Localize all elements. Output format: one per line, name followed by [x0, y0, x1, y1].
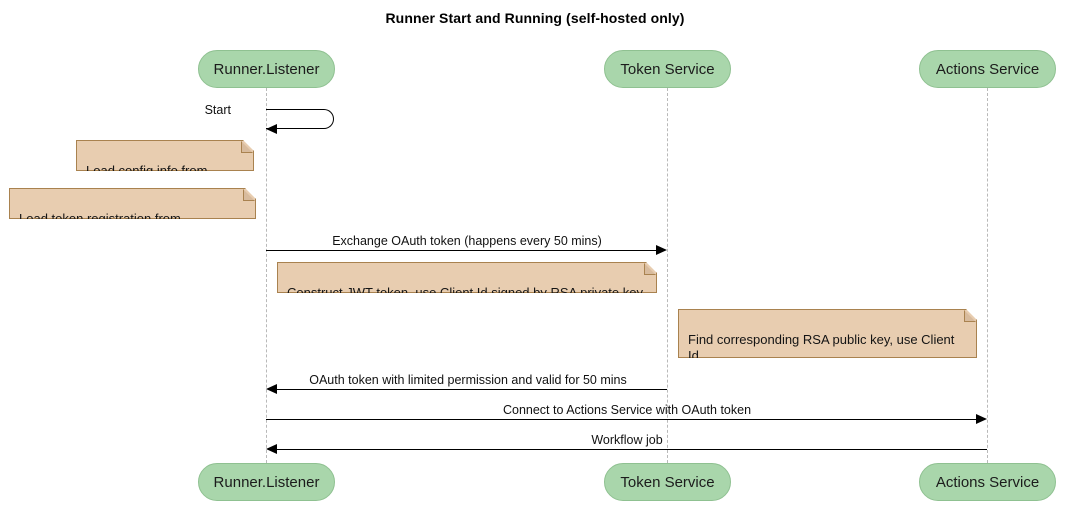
participant-label: Token Service: [620, 60, 715, 78]
participant-actions-top[interactable]: Actions Service: [919, 50, 1056, 88]
note-fold-corner: [964, 310, 976, 322]
participant-label: Runner.Listener: [213, 60, 320, 78]
message-label-exchange-oauth: Exchange OAuth token (happens every 50 m…: [332, 234, 602, 248]
participant-runner-bottom[interactable]: Runner.Listener: [198, 463, 335, 501]
message-line-connect-actions: [266, 419, 976, 420]
participant-label: Actions Service: [935, 473, 1040, 491]
lifeline-actions: [987, 88, 988, 463]
lifeline-runner: [266, 88, 267, 463]
note-fold-corner: [243, 189, 255, 201]
message-line-workflow-job: [277, 449, 987, 450]
note-construct-jwt: Construct JWT token, use Client Id signe…: [277, 262, 657, 293]
arrow-head-exchange-oauth: [656, 245, 667, 255]
message-label-start: Start: [204, 103, 231, 117]
participant-runner-top[interactable]: Runner.Listener: [198, 50, 335, 88]
note-text: Find corresponding RSA public key, use C…: [688, 332, 955, 379]
participant-actions-bottom[interactable]: Actions Service: [919, 463, 1056, 501]
message-label-connect-actions: Connect to Actions Service with OAuth to…: [502, 403, 752, 417]
message-line-oauth-return: [277, 389, 667, 390]
self-loop-start: [266, 109, 334, 129]
note-fold-corner: [241, 141, 253, 153]
participant-label: Token Service: [620, 473, 715, 491]
arrow-head-start: [266, 124, 277, 134]
lifeline-token: [667, 88, 668, 463]
arrow-head-workflow-job: [266, 444, 277, 454]
note-verify-jwt: Find corresponding RSA public key, use C…: [678, 309, 977, 358]
message-line-exchange-oauth: [266, 250, 656, 251]
note-load-config: Load config info from .runner: [76, 140, 254, 171]
diagram-title: Runner Start and Running (self-hosted on…: [385, 10, 685, 26]
message-label-workflow-job: Workflow job: [591, 433, 663, 447]
participant-token-top[interactable]: Token Service: [604, 50, 731, 88]
note-fold-corner: [644, 263, 656, 275]
note-text: Load token registration from .credential…: [19, 211, 181, 242]
participant-token-bottom[interactable]: Token Service: [604, 463, 731, 501]
arrow-head-connect-actions: [976, 414, 987, 424]
participant-label: Actions Service: [935, 60, 1040, 78]
note-text: Construct JWT token, use Client Id signe…: [287, 285, 643, 300]
participant-label: Runner.Listener: [213, 473, 320, 491]
note-load-token-registration: Load token registration from .credential…: [9, 188, 256, 219]
message-label-oauth-return: OAuth token with limited permission and …: [309, 373, 627, 387]
arrow-head-oauth-return: [266, 384, 277, 394]
